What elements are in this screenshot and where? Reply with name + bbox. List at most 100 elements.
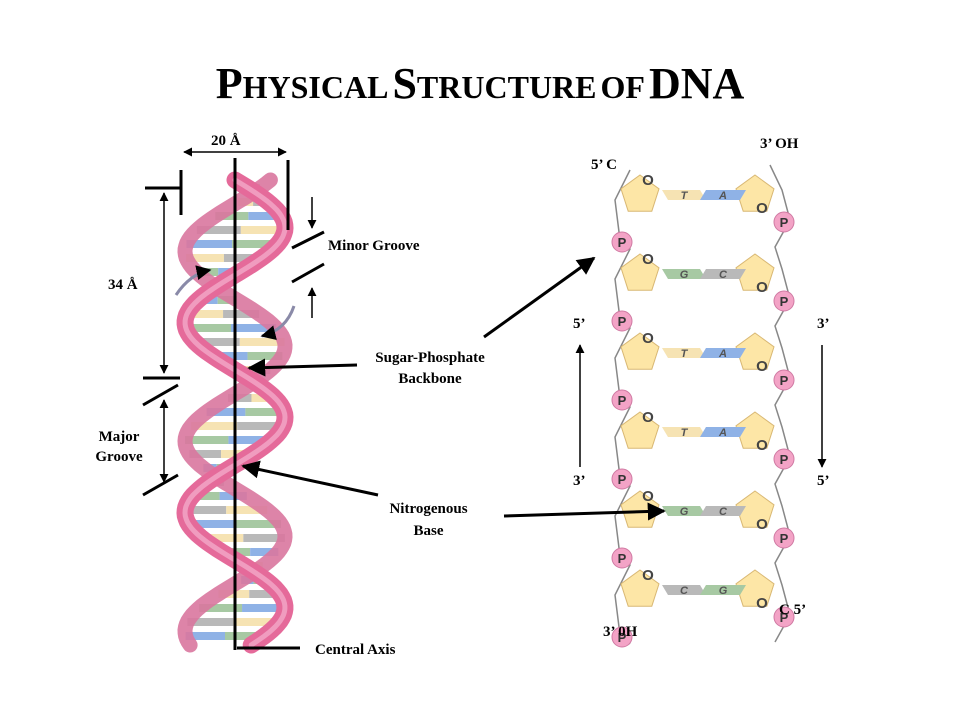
base-rung [192, 492, 220, 500]
nucleotide-base [662, 190, 706, 200]
phosphate-circle [611, 547, 633, 569]
helix-strand-highlight [182, 177, 288, 648]
phosphate-letter: P [780, 294, 789, 309]
base-rung [247, 352, 283, 360]
oxygen-letter: O [756, 595, 768, 612]
oxygen-letter: O [756, 516, 768, 533]
base-rung [199, 604, 243, 612]
backbone-label-line2: Backbone [398, 371, 462, 387]
base-letter: G [719, 585, 728, 597]
label-3prime-0h-bottom: 3’ 0H [603, 624, 638, 640]
major-groove-label-line1: Major [98, 429, 140, 445]
base-rung [233, 618, 280, 626]
base-rung [243, 534, 285, 542]
label-5prime-c-top: 5’ C [591, 157, 617, 173]
base-rung [188, 520, 235, 528]
nitrogenous-base-label: Nitrogenous Base [371, 498, 486, 542]
nucleotide-base [700, 427, 746, 437]
sugar-pentagon [620, 569, 660, 607]
major-groove-tick-top [142, 383, 179, 407]
base-letter: T [681, 427, 689, 439]
double-helix [174, 158, 296, 654]
base-letter: C [719, 269, 728, 281]
oxygen-letter: O [756, 279, 768, 296]
sugar-pentagon [620, 174, 660, 212]
phosphate-circle [773, 527, 795, 549]
base-rung [239, 338, 285, 346]
minor-groove-tick-top [291, 230, 325, 250]
ladder-base-arrow [503, 502, 666, 521]
ladder-backbone-arrow [483, 256, 596, 339]
base-letter: C [719, 506, 728, 518]
major-groove-label-line2: Groove [95, 449, 143, 465]
label-right-3prime: 3’ [817, 316, 830, 332]
nitrogenous-base-label-line1: Nitrogenous [389, 501, 468, 517]
nucleotide-base [662, 348, 706, 358]
oxygen-letter: O [642, 488, 654, 505]
base-rung [232, 240, 278, 248]
phosphate-letter: P [618, 393, 627, 408]
oxygen-letter: O [642, 330, 654, 347]
page-title: PHYSICAL STRUCTURE OF DNA [215, 59, 745, 108]
nucleotide-base [662, 269, 706, 279]
nitrogenous-base-label-line2: Base [413, 523, 444, 539]
minor-groove-tick-bottom [291, 262, 325, 284]
backbone-label-line1: Sugar-Phosphate [375, 350, 485, 366]
phosphate-circle [773, 211, 795, 233]
base-rung [230, 324, 277, 332]
sugar-pentagon [735, 411, 775, 449]
base-rung [223, 310, 260, 318]
oxygen-letter: O [642, 409, 654, 426]
base-rung [228, 436, 272, 444]
label-3prime-oh-top: 3’ OH [760, 136, 799, 152]
phosphate-circle [611, 389, 633, 411]
base-letter: A [718, 348, 727, 360]
base-letter: G [680, 269, 689, 281]
phosphate-circle [773, 606, 795, 628]
phosphate-letter: P [780, 452, 789, 467]
base-rung [185, 324, 231, 332]
phosphate-letter: P [780, 531, 789, 546]
base-letter: A [718, 427, 727, 439]
sugar-pentagon [735, 253, 775, 291]
base-rung [234, 520, 281, 528]
base-rung [191, 422, 238, 430]
base-rung [187, 618, 234, 626]
right-backbone-line [769, 164, 791, 643]
base-rung [195, 338, 240, 346]
base-rung [215, 212, 249, 220]
oxygen-letter: O [642, 567, 654, 584]
nucleotide-base [662, 506, 706, 516]
label-left-3prime: 3’ [573, 473, 586, 489]
callout-arrows [241, 256, 827, 521]
oxygen-letter: O [642, 172, 654, 189]
label-right-5prime: 5’ [817, 473, 830, 489]
label-c-5prime-bottom: C 5’ [779, 602, 807, 618]
sugar-pentagon [620, 253, 660, 291]
phosphate-letter: P [618, 630, 627, 645]
nucleotide-base [700, 348, 746, 358]
base-rung [189, 450, 222, 458]
base-letter: G [680, 506, 689, 518]
nucleotide-base [700, 269, 746, 279]
ladder-backbone [614, 164, 791, 645]
base-rung [248, 212, 282, 220]
phosphate-letter: P [780, 215, 789, 230]
base-letter: A [718, 190, 727, 202]
label-left-5prime: 5’ [573, 316, 586, 332]
sugar-pentagon [735, 332, 775, 370]
nucleotide-base [700, 506, 746, 516]
base-rung [249, 590, 281, 598]
base-rung [186, 254, 224, 262]
phosphate-letter: P [618, 551, 627, 566]
oxygen-letter: O [756, 358, 768, 375]
phosphate-letter: P [618, 472, 627, 487]
rotation-arrow-icon [174, 265, 212, 296]
backbone-label: Sugar-Phosphate Backbone [355, 348, 505, 390]
oxygen-letter: O [642, 251, 654, 268]
pitch-label: 34 Å [108, 277, 138, 293]
